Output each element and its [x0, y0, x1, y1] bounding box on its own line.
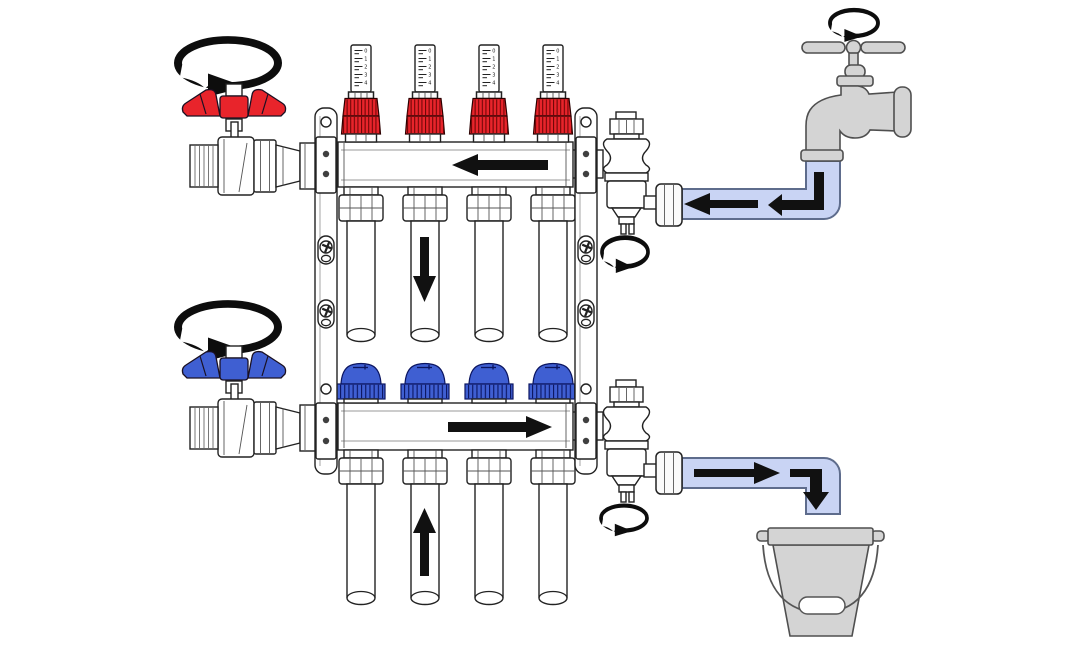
return-pipe-1 — [338, 449, 384, 606]
supply-isolation-valve-red — [181, 83, 319, 196]
supply-manifold-bar — [337, 141, 604, 188]
lower-fill-drain-valve — [602, 379, 683, 503]
mounting-rails — [314, 107, 598, 475]
rotation-arrow-lower-drain — [601, 506, 647, 537]
return-manifold-bar — [337, 402, 604, 451]
water-supply-tap — [800, 39, 912, 162]
flow-arrow-down — [413, 237, 436, 302]
flow-arrow-supply-left — [452, 154, 548, 176]
tap-spout-collar — [800, 149, 844, 162]
return-pipe-3 — [466, 449, 512, 606]
clamp-lower-left — [315, 402, 337, 460]
drain-bucket — [756, 527, 885, 637]
blue-cap-1 — [336, 362, 386, 404]
supply-pipe-1 — [338, 186, 384, 343]
rail-screw-3 — [576, 234, 596, 266]
clamp-upper-right — [575, 136, 597, 194]
clamp-upper-left — [315, 136, 337, 194]
return-valve-caps — [336, 362, 578, 404]
tap-inlet-flange — [893, 86, 912, 138]
clamp-lower-right — [575, 402, 597, 460]
rail-screw-4 — [576, 298, 596, 330]
return-loop-pipes — [338, 449, 576, 606]
rail-screw-2 — [316, 298, 336, 330]
return-isolation-valve-blue — [181, 345, 319, 458]
flow-arrow-out-of-manifold — [694, 462, 780, 484]
flow-meter-4 — [532, 44, 574, 143]
flow-meter-2 — [404, 44, 446, 143]
return-pipe-4 — [530, 449, 576, 606]
bucket-handle-grip — [798, 596, 846, 615]
flow-meter-1 — [340, 44, 382, 143]
supply-pipe-3 — [466, 186, 512, 343]
flow-arrow-bend-right-down — [790, 469, 829, 510]
outlet-hose — [681, 457, 841, 515]
flow-arrow-return-right — [448, 416, 552, 438]
blue-cap-2 — [400, 362, 450, 404]
rotation-arrow-tap — [830, 10, 878, 42]
blue-cap-3 — [464, 362, 514, 404]
flow-arrow-bend-down-left — [768, 172, 824, 216]
left-rail — [314, 107, 338, 475]
rotation-arrow-upper-drain — [602, 238, 648, 273]
right-rail — [574, 107, 598, 475]
rail-screw-1 — [316, 234, 336, 266]
flow-arrow-up — [413, 508, 436, 576]
bucket-body — [772, 544, 870, 637]
flow-meter-3 — [468, 44, 510, 143]
blue-cap-4 — [528, 362, 578, 404]
supply-loop-pipes — [338, 186, 576, 343]
bucket-rim — [767, 527, 874, 546]
supply-pipe-4 — [530, 186, 576, 343]
tap-handle-left — [801, 41, 846, 54]
flow-meters — [340, 44, 574, 143]
tap-body — [805, 85, 899, 153]
upper-fill-drain-valve — [602, 111, 683, 235]
flow-arrow-into-manifold — [684, 193, 758, 215]
tap-handle-right — [860, 41, 906, 54]
inlet-hose — [681, 160, 841, 220]
